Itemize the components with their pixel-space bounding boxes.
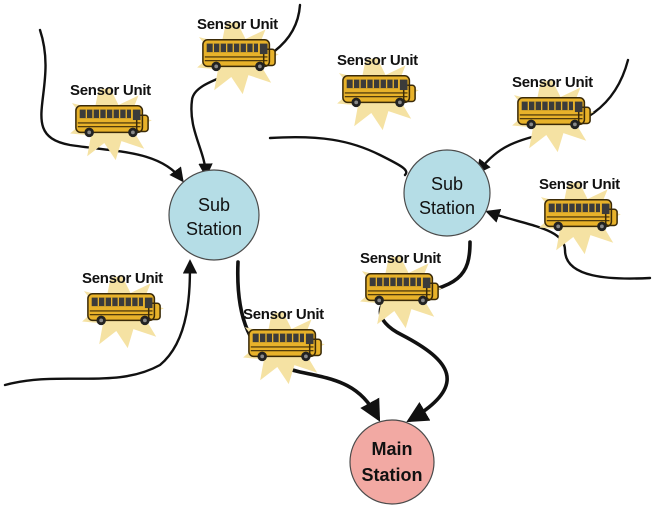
edge-top-sensor-to-sub-left [190,3,302,178]
sub-station-left: Sub Station [168,169,260,261]
sensor-unit-label: Sensor Unit [82,270,163,287]
sub-station-right-line1: Sub [431,174,463,194]
school-bus-icon [75,105,149,138]
sensor-unit-1: Sensor Unit [197,16,279,95]
edge-right-sensor-to-sub-right [485,209,652,280]
sensor-unit-label: Sensor Unit [360,250,441,267]
main-station-node [349,419,435,505]
edge-left-sensor-to-sub-left [38,28,184,183]
sensor-unit-label: Sensor Unit [243,306,324,323]
sensor-unit-label: Sensor Unit [337,52,418,69]
sensor-unit-6: Sensor Unit [82,270,164,349]
edge-sub-left-to-main [235,260,381,422]
sub-station-left-node [168,169,260,261]
sub-station-left-line1: Sub [198,195,230,215]
sensor-unit-2: Sensor Unit [70,82,152,161]
school-bus-icon [87,293,161,326]
sensor-unit-3: Sensor Unit [337,52,419,131]
sub-station-right-line2: Station [419,198,475,218]
school-bus-icon [365,273,439,306]
school-bus-icon [342,75,416,108]
sensor-unit-4: Sensor Unit [512,74,594,153]
sensor-unit-label: Sensor Unit [197,16,278,33]
sensor-unit-label: Sensor Unit [70,82,151,99]
sensor-unit-label: Sensor Unit [512,74,593,91]
main-station: Main Station [349,419,435,505]
sub-station-right: Sub Station [403,149,491,237]
main-station-line1: Main [371,439,412,459]
sub-station-left-line2: Station [186,219,242,239]
edge-upper-sensor-to-sub-right [268,135,408,177]
school-bus-icon [248,329,322,362]
sensor-unit-7: Sensor Unit [243,306,325,385]
edge-bottom-left-sensor-to-sub-left [3,259,198,387]
school-bus-icon [544,199,618,232]
sensor-unit-label: Sensor Unit [539,176,620,193]
sensor-unit-5: Sensor Unit [539,176,621,255]
sensor-unit-8: Sensor Unit [360,250,442,329]
school-bus-icon [517,97,591,130]
main-station-line2: Station [362,465,423,485]
sub-station-right-node [403,149,491,237]
school-bus-icon [202,39,276,72]
